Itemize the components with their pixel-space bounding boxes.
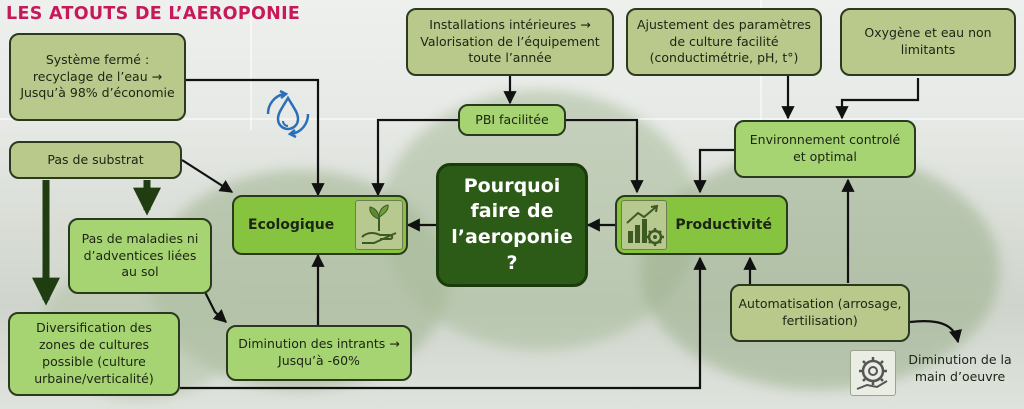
water-cycle-icon	[266, 89, 310, 139]
diminution-intrants-box: Diminution des intrants → Jusqu’à -60%	[226, 325, 412, 381]
ajustement-box: Ajustement des paramètres de culture fac…	[626, 8, 822, 76]
main-oeuvre-label: Diminution de la main d’oeuvre	[908, 352, 1012, 384]
plant-hand-icon	[355, 200, 403, 250]
gear-hand-icon	[850, 350, 896, 396]
installations-box: Installations intérieures → Valorisation…	[406, 8, 614, 76]
systeme-ferme-box: Système fermé : recyclage de l’eau → Jus…	[9, 33, 186, 121]
ecologique-label: Ecologique	[248, 216, 335, 233]
environnement-box: Environnement controlé et optimal	[734, 120, 916, 178]
diversification-box: Diversification des zones de cultures po…	[8, 312, 180, 396]
pas-de-substrat-box: Pas de substrat	[9, 141, 182, 179]
oxygene-box: Oxygène et eau non limitants	[840, 8, 1016, 76]
page-title: LES ATOUTS DE L’AEROPONIE	[6, 4, 301, 24]
productivite-label: Productivité	[675, 216, 772, 233]
pbi-box: PBI facilitée	[458, 104, 566, 136]
maladies-box: Pas de maladies ni d’adventices liées au…	[68, 218, 212, 294]
center-question-box: Pourquoi faire de l’aeroponie ?	[436, 163, 588, 287]
automatisation-box: Automatisation (arrosage, fertilisation)	[730, 284, 910, 342]
growth-gear-icon	[621, 200, 667, 250]
